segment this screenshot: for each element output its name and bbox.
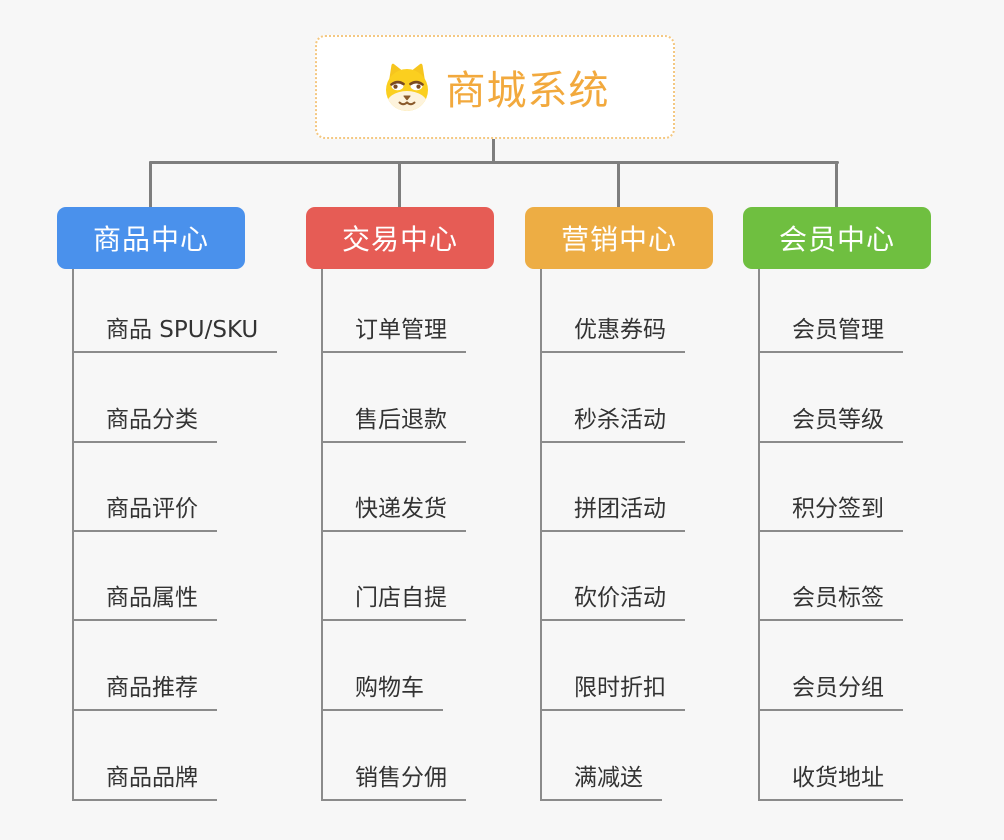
branch-item[interactable]: 会员管理	[758, 317, 903, 353]
root-title: 商城系统	[445, 68, 610, 114]
branch-item[interactable]: 快递发货	[321, 496, 466, 532]
branch-item[interactable]: 砍价活动	[540, 585, 685, 621]
root-node[interactable]: 商城系统	[315, 35, 675, 139]
connector-root-stub	[492, 137, 495, 164]
branch-item[interactable]: 售后退款	[321, 407, 466, 443]
branch-item[interactable]: 商品品牌	[72, 765, 217, 801]
branch: 营销中心 优惠券码秒杀活动拼团活动砍价活动限时折扣满减送	[525, 207, 713, 807]
branch: 商品中心 商品 SPU/SKU 商品分类商品评价商品属性商品推荐商品品牌	[57, 207, 278, 807]
connector-stub-2	[398, 161, 401, 209]
branch-item[interactable]: 门店自提	[321, 585, 466, 621]
connector-stub-1	[149, 161, 152, 209]
dog-face-icon	[381, 63, 433, 112]
branch: 会员中心 会员管理会员等级积分签到会员标签会员分组收货地址	[743, 207, 931, 807]
branch-spine	[758, 269, 760, 800]
branch-item[interactable]: 秒杀活动	[540, 407, 685, 443]
branch-item[interactable]: 满减送	[540, 765, 662, 801]
connector-stub-3	[617, 161, 620, 209]
branch-item[interactable]: 会员标签	[758, 585, 903, 621]
branch-header[interactable]: 营销中心	[525, 207, 713, 269]
branch-item[interactable]: 商品推荐	[72, 675, 217, 711]
branch-item[interactable]: 收货地址	[758, 765, 903, 801]
branch-label: 会员中心	[778, 223, 895, 256]
branch-header[interactable]: 会员中心	[743, 207, 931, 269]
branch-header[interactable]: 交易中心	[306, 207, 494, 269]
branch-item[interactable]: 优惠券码	[540, 317, 685, 353]
branch-item[interactable]: 销售分佣	[321, 765, 466, 801]
branch-header[interactable]: 商品中心	[57, 207, 245, 269]
branch-label: 商品中心	[92, 223, 209, 256]
connector-horizontal	[149, 161, 839, 164]
branch-spine	[540, 269, 542, 800]
branch-item[interactable]: 拼团活动	[540, 496, 685, 532]
branch-item[interactable]: 购物车	[321, 675, 443, 711]
branch-item[interactable]: 商品 SPU/SKU	[72, 317, 278, 353]
branch: 交易中心 订单管理售后退款快递发货门店自提购物车销售分佣	[306, 207, 494, 807]
branch-item[interactable]: 积分签到	[758, 496, 903, 532]
branch-item[interactable]: 会员分组	[758, 675, 903, 711]
branch-item[interactable]: 订单管理	[321, 317, 466, 353]
branch-item[interactable]: 商品评价	[72, 496, 217, 532]
branch-label: 营销中心	[560, 223, 677, 256]
connector-stub-4	[835, 161, 838, 209]
branch-item[interactable]: 限时折扣	[540, 675, 685, 711]
branch-item[interactable]: 商品分类	[72, 407, 217, 443]
branch-spine	[321, 269, 323, 800]
branch-spine	[72, 269, 74, 800]
branch-label: 交易中心	[341, 223, 458, 256]
branch-item[interactable]: 会员等级	[758, 407, 903, 443]
branch-item[interactable]: 商品属性	[72, 585, 217, 621]
